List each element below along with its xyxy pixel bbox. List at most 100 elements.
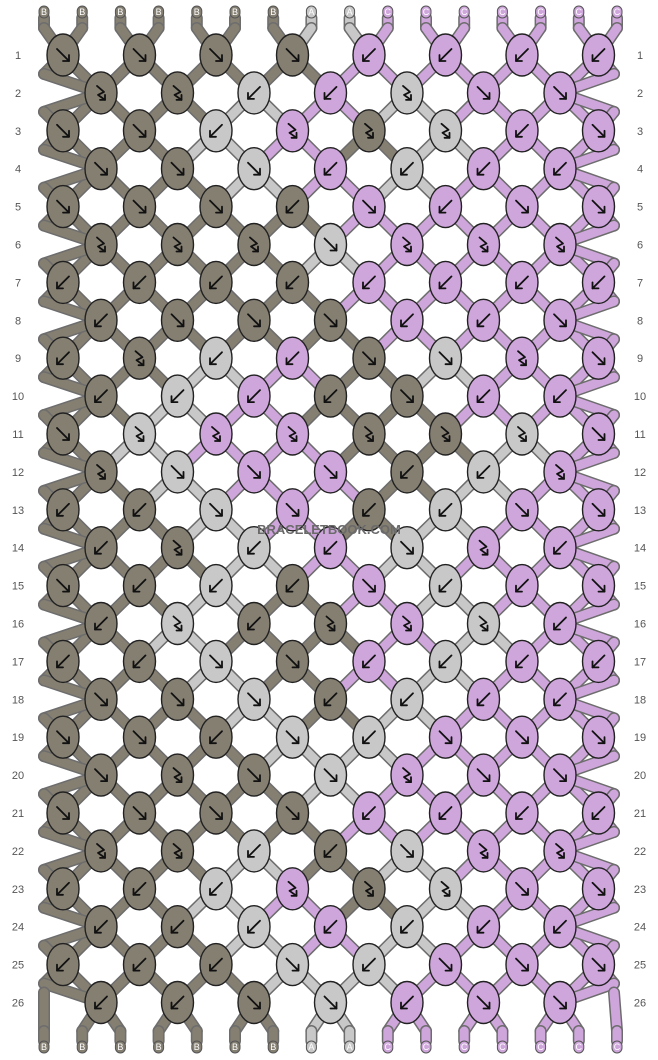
arrow-down-left-icon (553, 919, 567, 934)
arrow-head-icon (94, 319, 102, 328)
arrow-down-left-icon (94, 995, 108, 1010)
row-number-left: 23 (12, 884, 24, 896)
top-string-label: B (117, 7, 123, 17)
knot (543, 601, 577, 646)
arrow-head-icon (247, 850, 255, 858)
arrow-head-icon (553, 925, 561, 934)
arrow-forward-backward-icon (478, 539, 489, 556)
arrow-forward-backward-icon (96, 843, 106, 859)
knot (581, 412, 616, 456)
arrow-head-icon (481, 624, 489, 632)
knot (505, 639, 539, 684)
bottom-string-tag (458, 1040, 470, 1054)
arrow-down-right-icon (323, 995, 338, 1010)
arrow-down-left-icon (553, 692, 567, 707)
arrow-down-left-icon (323, 389, 338, 404)
row-number-left: 16 (12, 619, 24, 631)
arrow-head-icon (444, 736, 453, 745)
top-string-tag (496, 5, 508, 19)
arrow-down-right-icon (170, 313, 185, 328)
arrow-down-left-icon (94, 919, 108, 934)
knot (237, 829, 271, 873)
arrow-head-icon (597, 433, 606, 441)
arrow-forward-backward-icon (517, 426, 527, 442)
arrow-down-left-icon (247, 540, 261, 555)
arrow-down-left-icon (400, 692, 414, 707)
arrow-head-icon (323, 925, 332, 934)
arrow-down-right-icon (132, 806, 147, 820)
knot (199, 260, 233, 305)
knot (581, 184, 616, 229)
arrow-head-icon (176, 167, 185, 176)
knot (122, 109, 157, 153)
arrow-down-left-icon (400, 995, 414, 1010)
arrow-head-icon (253, 774, 261, 782)
arrow-head-icon (405, 94, 412, 101)
knot (199, 639, 233, 684)
arrow-head-icon (406, 850, 414, 858)
bottom-string-label: C (614, 1042, 621, 1052)
knot (84, 71, 118, 115)
arrow-head-icon (291, 508, 300, 517)
knot (237, 222, 271, 267)
arrow-head-icon (323, 92, 332, 100)
arrow-head-icon (56, 660, 64, 669)
top-string-label: C (461, 7, 468, 17)
knot (122, 412, 157, 456)
arrow-down-left-icon (247, 919, 261, 934)
knot (428, 488, 463, 532)
row-number-right: 2 (637, 88, 643, 100)
arrow-forward-backward-icon (364, 426, 374, 442)
bottom-string-label: B (41, 1042, 47, 1052)
knot (390, 980, 424, 1025)
arrow-head-icon (329, 470, 338, 479)
arrow-head-icon (290, 131, 298, 139)
top-string-label: C (576, 7, 583, 17)
arrow-down-right-icon (591, 199, 606, 214)
knot (581, 563, 616, 608)
row-number-right: 19 (634, 732, 646, 744)
arrow-head-icon (290, 435, 298, 442)
bottom-string-label: B (194, 1042, 200, 1052)
arrow-head-icon (328, 624, 336, 632)
knot (160, 450, 195, 494)
arrow-head-icon (476, 925, 485, 934)
arrow-head-icon (482, 1001, 491, 1010)
bottom-string-label: B (117, 1042, 123, 1052)
arrow-down-left-icon (209, 123, 223, 138)
arrow-down-left-icon (170, 919, 185, 934)
knot (199, 791, 233, 835)
arrow-down-left-icon (400, 161, 414, 176)
arrow-head-icon (362, 281, 370, 290)
row-number-left: 15 (12, 581, 24, 593)
arrow-head-icon (553, 698, 561, 707)
knot (505, 488, 539, 532)
knot (84, 980, 118, 1025)
knot (160, 905, 195, 949)
arrow-down-right-icon (476, 86, 491, 100)
knot (543, 829, 577, 873)
knot (352, 109, 386, 153)
knot (352, 639, 386, 684)
arrow-head-icon (94, 395, 102, 404)
arrow-head-icon (175, 94, 183, 101)
knot (505, 109, 539, 153)
knot (84, 222, 118, 267)
arrow-down-left-icon (362, 730, 376, 745)
arrow-forward-backward-icon (325, 615, 336, 632)
arrow-down-right-icon (515, 199, 529, 214)
arrow-head-icon (215, 508, 223, 517)
arrow-head-icon (99, 245, 106, 253)
arrow-head-icon (253, 470, 261, 479)
arrow-head-icon (62, 433, 70, 441)
knot (352, 412, 386, 456)
knot (122, 260, 157, 305)
arrow-down-right-icon (591, 730, 606, 745)
arrow-down-left-icon (132, 502, 147, 517)
arrow-down-left-icon (515, 654, 529, 669)
knot (352, 563, 386, 608)
top-string-label: C (614, 7, 621, 17)
arrow-forward-backward-icon (555, 464, 565, 480)
arrow-down-right-icon (438, 351, 453, 366)
arrow-down-right-icon (209, 502, 223, 517)
